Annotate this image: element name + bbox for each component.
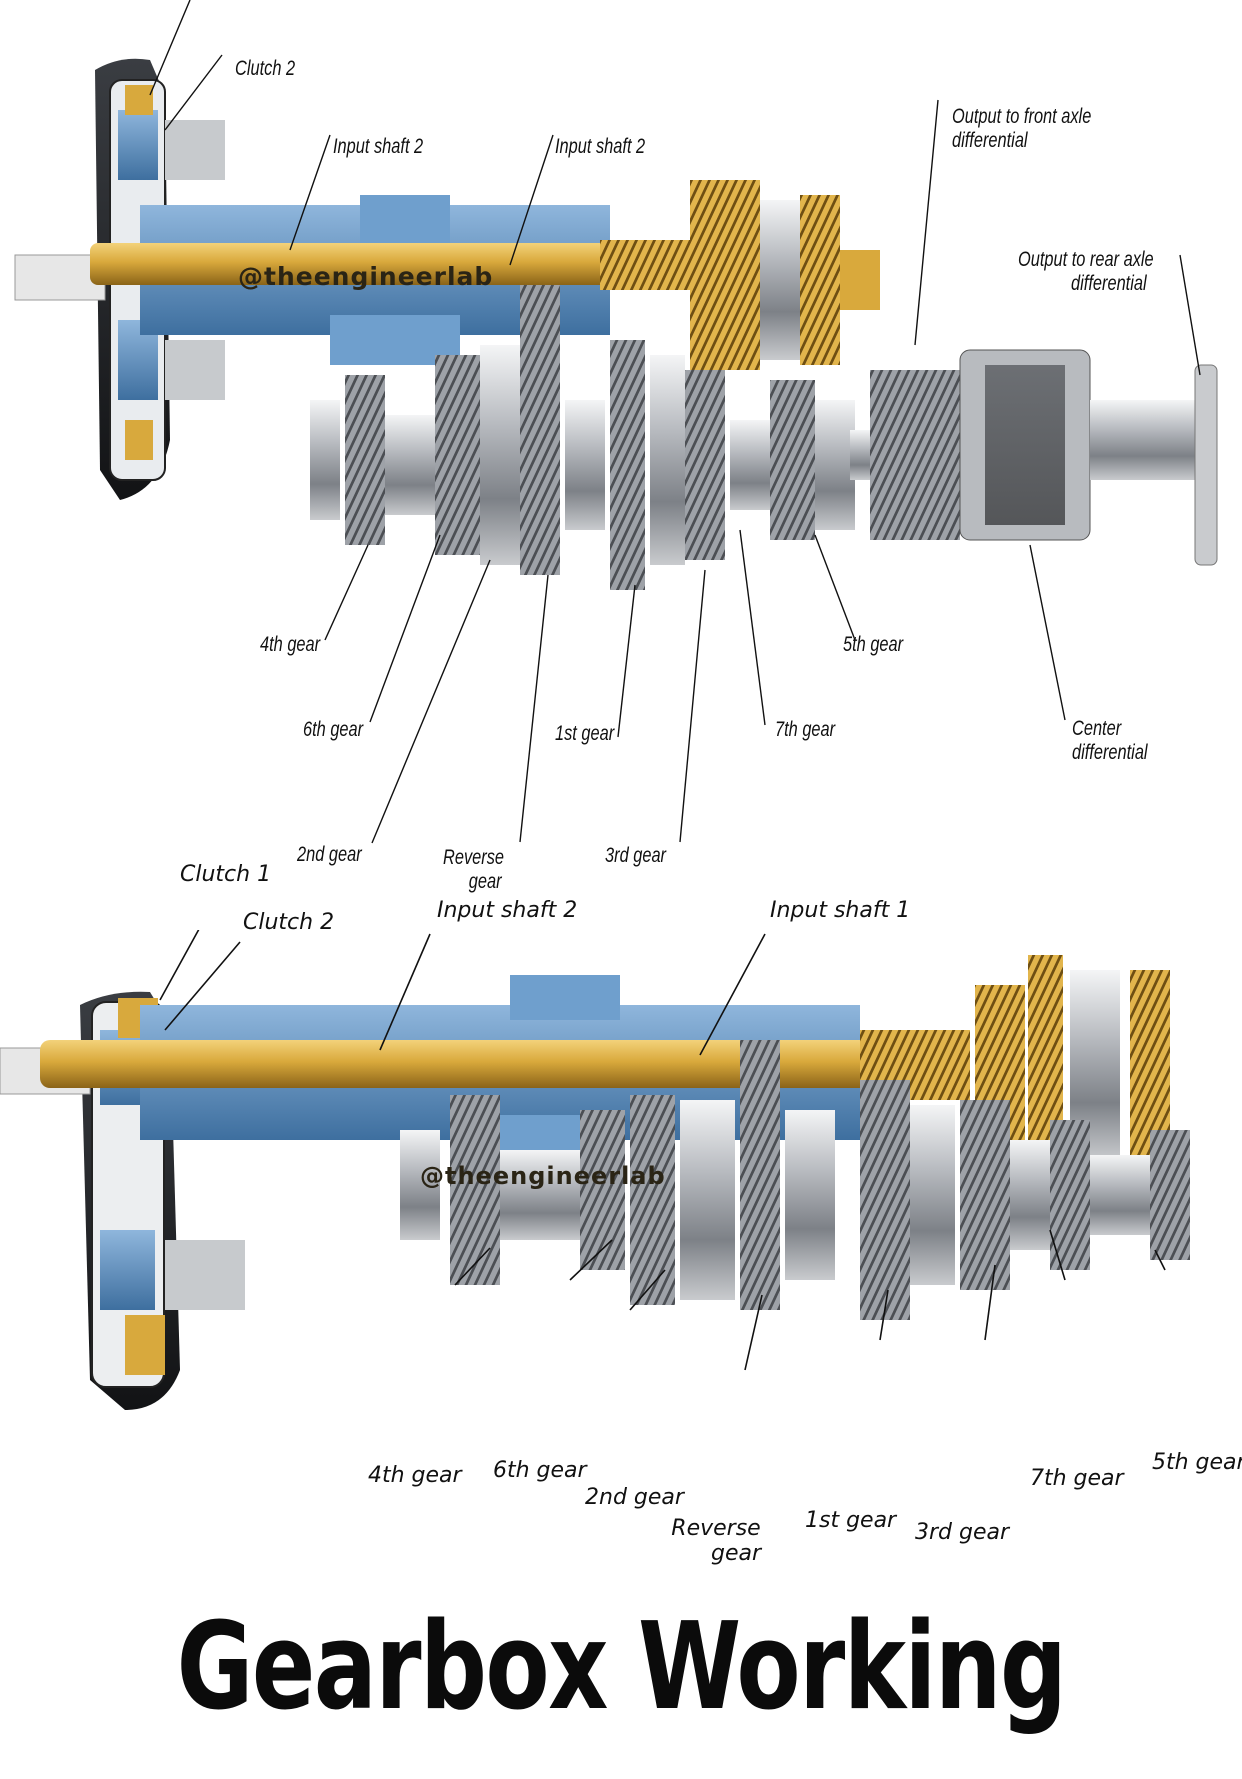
label-clutch-1: Clutch 1 [180, 862, 272, 887]
label-reverse-gear-line1: Reverse [443, 846, 504, 869]
label-clutch-2: Clutch 2 [235, 57, 296, 80]
label-2nd-gear: 2nd gear [297, 843, 362, 866]
label-center-differential: Center differential [1072, 717, 1148, 765]
label-3rd-gear: 3rd gear [605, 844, 667, 867]
bottom-gearbox-diagram: @theengineerlab Clutch 1 Clutch 2 Input … [0, 862, 1242, 1630]
label-6th-gear: 6th gear [493, 1458, 587, 1483]
label-reverse-gear: Reverse gear [671, 1516, 761, 1567]
label-7th-gear: 7th gear [1030, 1466, 1124, 1491]
label-input-shaft-2: Input shaft 2 [437, 898, 578, 923]
label-output-rear-axle: Output to rear axle differential [1018, 248, 1154, 296]
label-output-front-axle-line1: Output to front axle [952, 105, 1092, 128]
label-reverse-gear-line1: Reverse [671, 1516, 761, 1541]
label-5th-gear: 5th gear [1152, 1450, 1242, 1475]
label-center-differential-line2: differential [1072, 741, 1148, 765]
label-reverse-gear: Reverse gear [443, 846, 504, 894]
page-title: Gearbox Working [176, 1598, 1067, 1737]
label-4th-gear: 4th gear [260, 633, 321, 656]
label-reverse-gear-line2: gear [468, 870, 502, 894]
label-1st-gear: 1st gear [805, 1508, 897, 1533]
label-input-shaft-1: Input shaft 1 [770, 898, 911, 923]
top-gearbox-cutaway-illustration [14, 0, 1218, 844]
label-7th-gear: 7th gear [775, 718, 836, 741]
label-output-front-axle-line2: differential [952, 129, 1028, 153]
watermark-text: @theengineerlab [238, 262, 494, 291]
label-input-shaft-2-right: Input shaft 2 [555, 135, 646, 158]
watermark-text-bottom: @theengineerlab [420, 1162, 666, 1190]
label-3rd-gear: 3rd gear [915, 1520, 1010, 1545]
label-reverse-gear-line2: gear [711, 1541, 762, 1567]
label-center-differential-line1: Center [1072, 717, 1122, 740]
label-output-front-axle: Output to front axle differential [952, 105, 1091, 153]
label-clutch-2: Clutch 2 [243, 910, 335, 935]
label-input-shaft-2-left: Input shaft 2 [333, 135, 424, 158]
bottom-gearbox-cutaway-illustration [0, 930, 1190, 1410]
label-output-rear-axle-line2: differential [1071, 272, 1147, 296]
label-output-rear-axle-line1: Output to rear axle [1018, 248, 1154, 271]
label-4th-gear: 4th gear [368, 1463, 462, 1488]
label-2nd-gear: 2nd gear [585, 1485, 684, 1510]
label-5th-gear: 5th gear [843, 633, 904, 656]
label-1st-gear: 1st gear [555, 722, 615, 745]
top-gearbox-diagram: @theengineerlab Clutch 2 Input shaft 2 I… [14, 0, 1218, 894]
label-6th-gear: 6th gear [303, 718, 364, 741]
